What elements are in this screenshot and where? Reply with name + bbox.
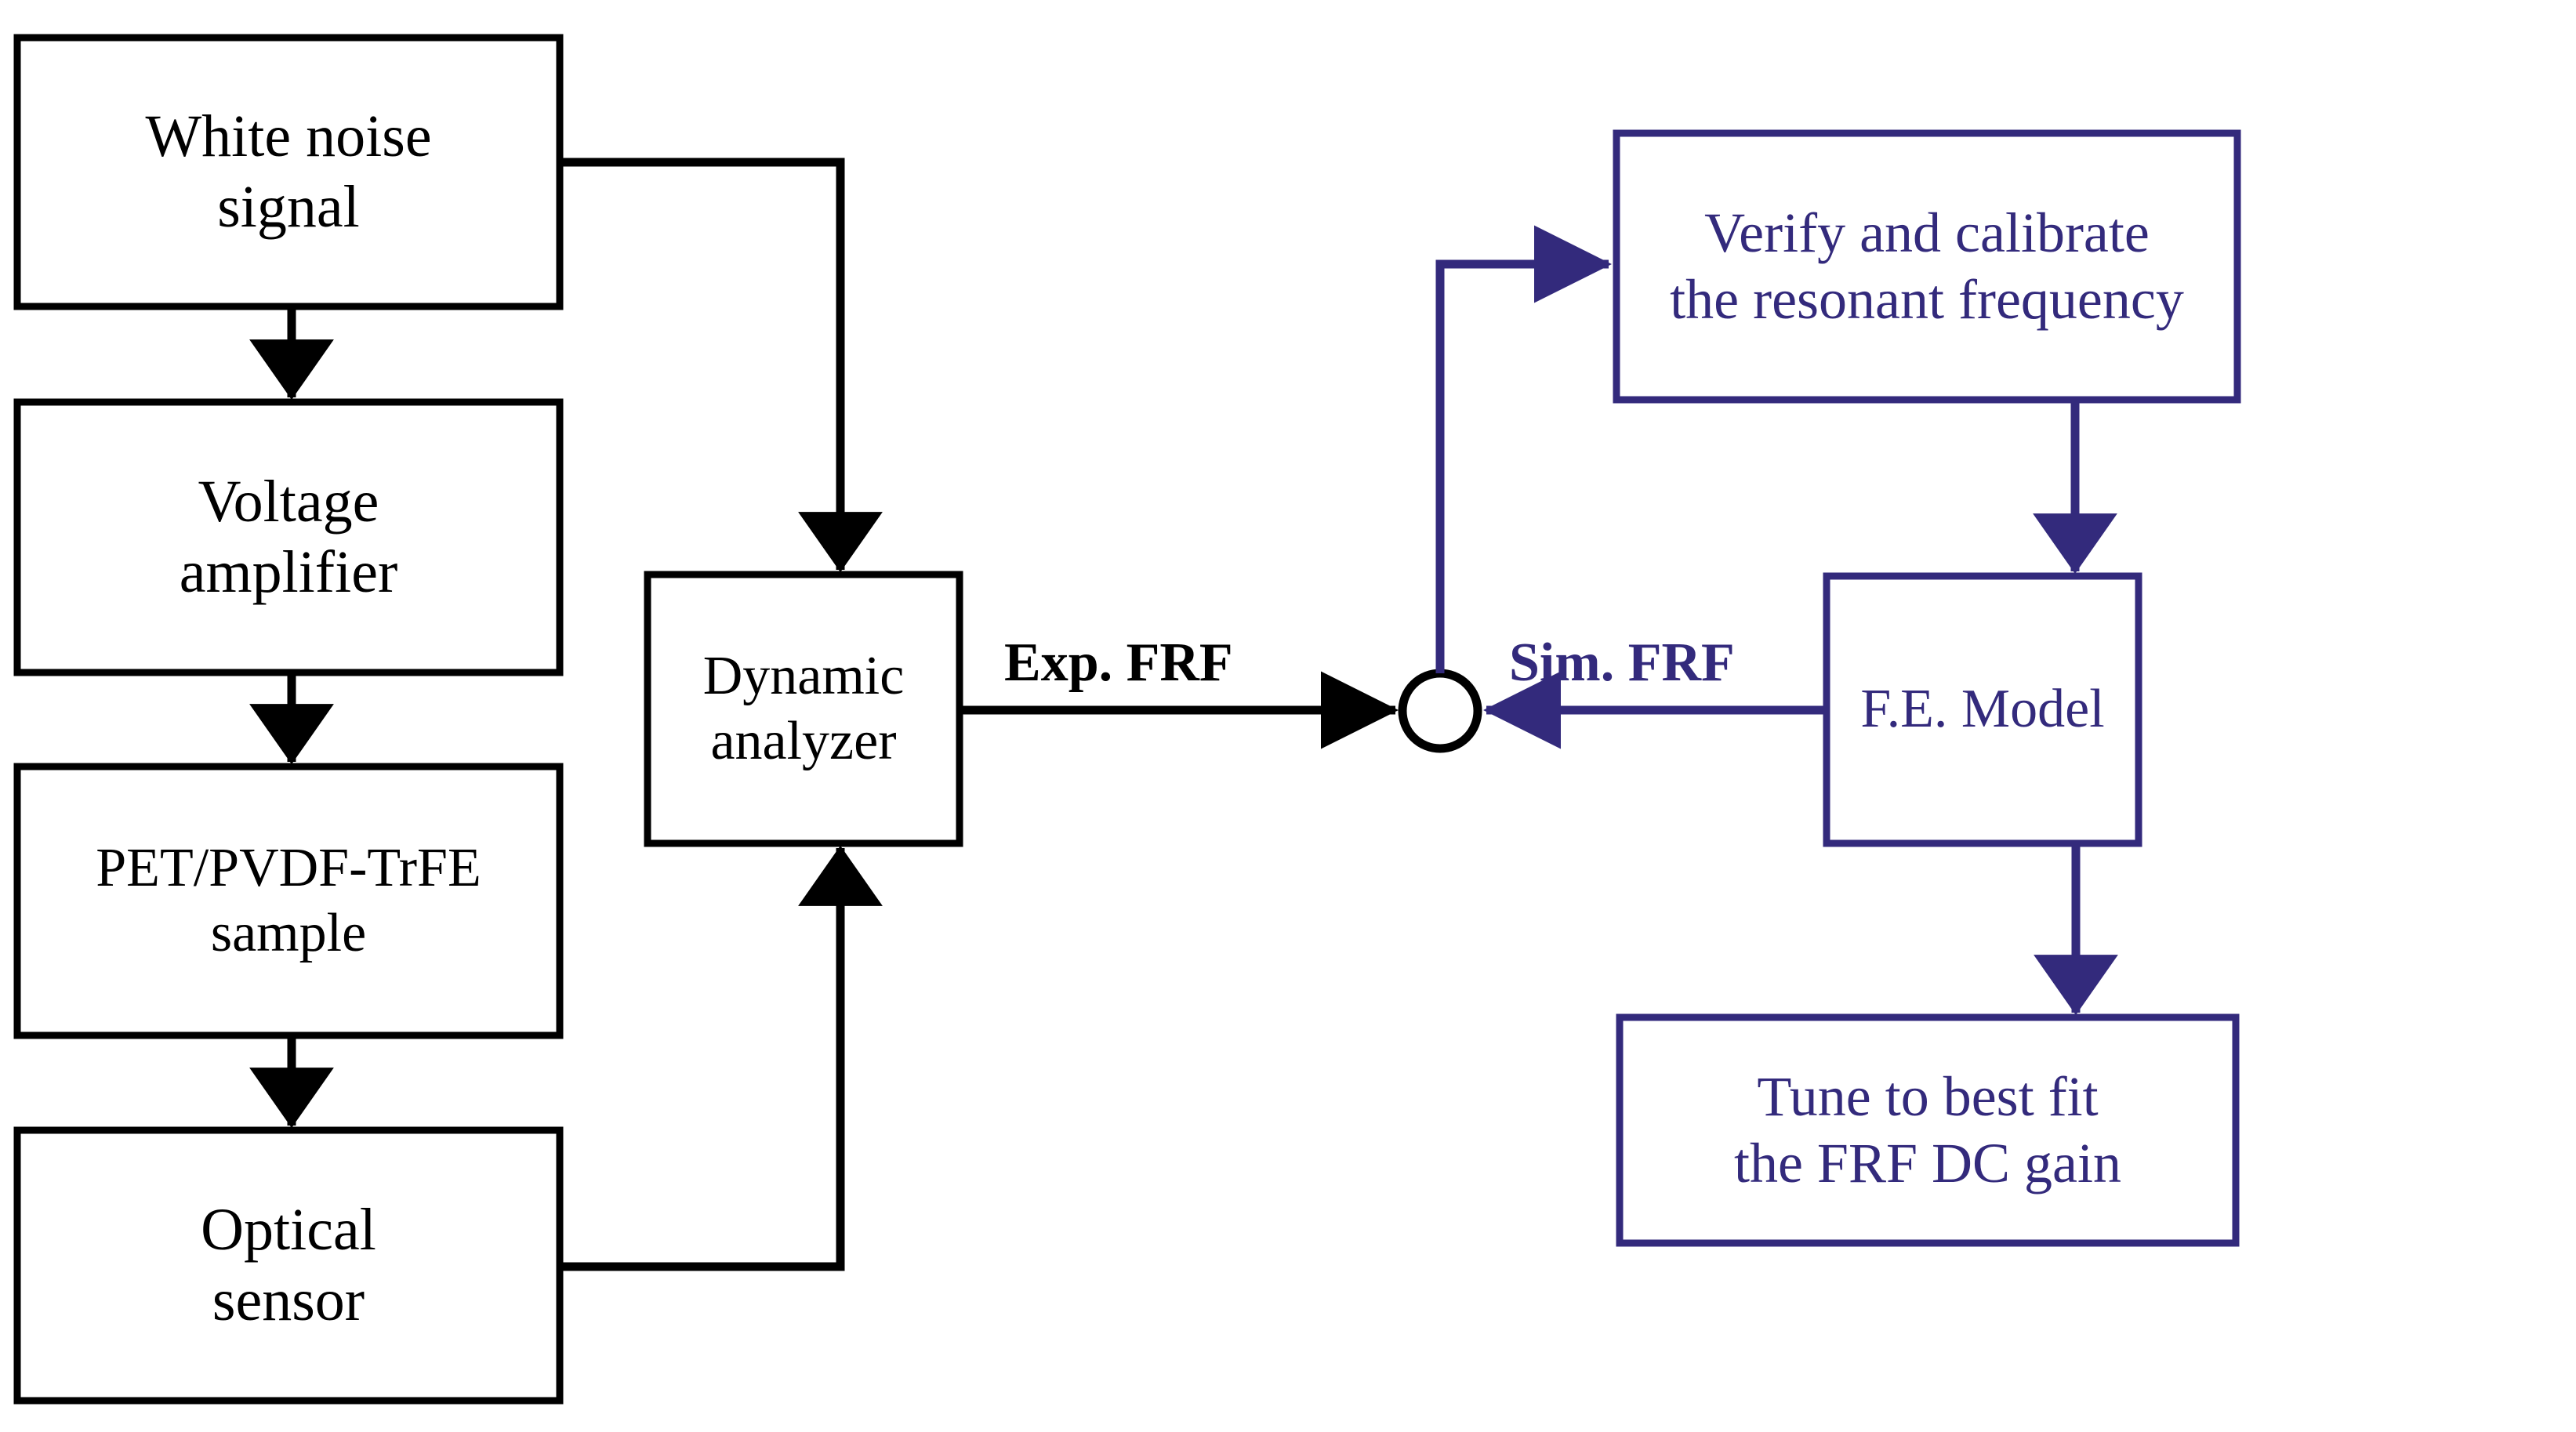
node-optical-sensor[interactable]: [13, 1126, 564, 1405]
summing-junction[interactable]: [1398, 669, 1482, 753]
node-tune-best-fit[interactable]: [1616, 1013, 2240, 1247]
node-white-noise-signal[interactable]: [13, 34, 564, 310]
node-pet-pvdf-trfe-sample[interactable]: [13, 763, 564, 1039]
node-fe-model[interactable]: [1823, 572, 2142, 847]
edge-white-noise-to-dynamic-analyzer: [560, 158, 883, 573]
edge-junction-to-verify-calibrate: [1435, 225, 1612, 673]
node-dynamic-analyzer[interactable]: [644, 571, 963, 847]
edge-optical-sensor-to-dynamic-analyzer: [560, 845, 883, 1271]
node-voltage-amplifier[interactable]: [13, 398, 564, 676]
node-verify-calibrate[interactable]: [1613, 129, 2241, 404]
